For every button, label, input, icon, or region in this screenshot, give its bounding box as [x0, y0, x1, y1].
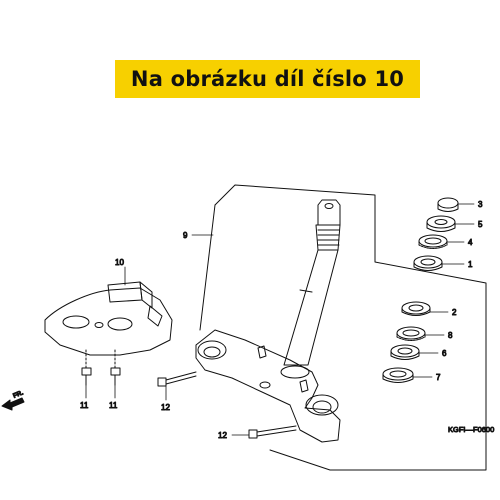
front-direction-arrow-icon [1, 397, 25, 411]
steering-stem [283, 199, 341, 366]
bolt-11-right [110, 349, 121, 386]
part-1-upper-race [413, 255, 443, 271]
part-10-steering-cover [44, 281, 173, 356]
assembly-frame-outline [214, 184, 487, 471]
bolt-11-left [81, 349, 92, 386]
callout-3: 3 [478, 200, 483, 209]
callout-9: 9 [183, 231, 188, 240]
banner-text: Na obrázku díl číslo 10 [130, 67, 405, 91]
callout-12-upper: 12 [161, 403, 170, 412]
part-8-bearing-lower [396, 326, 426, 341]
leader-lines [85, 203, 475, 436]
callout-6: 6 [442, 349, 447, 358]
callout-1: 1 [468, 260, 473, 269]
part-7-seal-lower [382, 367, 414, 383]
callout-5: 5 [478, 220, 483, 229]
part-6-dust-seal [390, 344, 420, 360]
frame-left-edge [199, 204, 216, 331]
part-4-bearing-upper [418, 234, 448, 249]
lower-fork-bridge [195, 329, 341, 443]
callout-4: 4 [468, 238, 473, 247]
bolt-12-upper [157, 371, 197, 387]
callout-12-lower: 12 [218, 431, 227, 440]
bolt-12-lower [248, 425, 297, 439]
direction-label: FR. [12, 389, 25, 399]
callout-10: 10 [115, 258, 124, 267]
diagram-code: KGFI—F0600 [448, 425, 494, 434]
part-2-lower-race [401, 301, 431, 316]
part-number-banner: Na obrázku díl číslo 10 [115, 60, 420, 98]
callout-7: 7 [436, 373, 441, 382]
callout-11-right: 11 [109, 401, 118, 410]
part-5-adjusting-nut [426, 215, 456, 232]
part-3-lock-nut [437, 197, 459, 212]
callout-8: 8 [448, 331, 453, 340]
callout-11-left: 11 [80, 401, 89, 410]
callout-2: 2 [452, 308, 457, 317]
